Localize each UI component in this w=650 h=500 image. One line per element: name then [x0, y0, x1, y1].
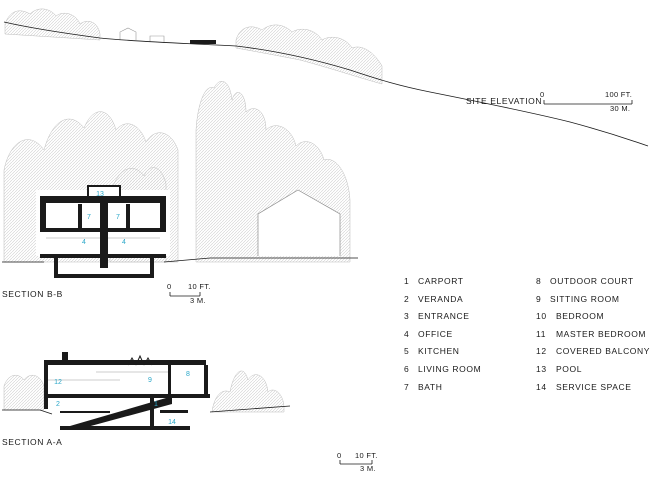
- section-bb-building: [36, 185, 170, 278]
- room-tag: 7: [87, 214, 91, 221]
- room-tag: 4: [122, 239, 126, 246]
- section-aa-ground-line: [2, 405, 291, 415]
- legend-column-1: 1 CARPORT 2 VERANDA 3 ENTRANCE 4 OFFICE 5 KIT…: [404, 276, 481, 399]
- legend-number: 12: [536, 346, 547, 357]
- room-tag: 12: [54, 379, 62, 386]
- legend-number: 8: [536, 276, 542, 286]
- legend-label: CARPORT: [418, 276, 464, 286]
- legend-number: 1: [404, 276, 410, 286]
- legend-number: 6: [404, 363, 410, 374]
- legend-label: OUTDOOR COURT: [550, 276, 634, 286]
- section-aa-trees: [3, 370, 285, 413]
- legend-label: COVERED BALCONY: [556, 346, 650, 357]
- section-aa-drawing: 12 9 8 2 1 14: [2, 352, 373, 465]
- legend-item: 8 OUTDOOR COURT: [536, 276, 650, 294]
- section-aa-scale-feet: 10 FT.: [355, 451, 378, 460]
- room-tag: 8: [186, 371, 190, 378]
- section-aa-building: [44, 352, 210, 430]
- legend-item: 3 ENTRANCE: [404, 311, 481, 329]
- legend-item: 14 SERVICE SPACE: [536, 382, 650, 400]
- legend-column-2: 8 OUTDOOR COURT 9 SITTING ROOM 10 BEDROOM 1…: [536, 276, 650, 399]
- legend-label: LIVING ROOM: [418, 363, 482, 374]
- section-bb-scale-zero: 0: [167, 282, 172, 291]
- legend-item: 2 VERANDA: [404, 294, 481, 312]
- section-aa-scale-bar: [339, 460, 373, 465]
- section-bb-drawing: 13 7 7 4 4: [2, 81, 358, 297]
- room-tag: 4: [82, 239, 86, 246]
- legend-label: SITTING ROOM: [550, 293, 620, 304]
- legend-number: 14: [536, 381, 547, 392]
- legend-item: 10 BEDROOM: [536, 311, 650, 329]
- site-elevation-drawing: [3, 8, 649, 147]
- legend-number: 7: [404, 381, 410, 392]
- section-aa-title: SECTION A-A: [2, 437, 63, 447]
- legend-item: 6 LIVING ROOM: [404, 364, 481, 382]
- section-aa-scale-meters: 3 M.: [360, 464, 376, 473]
- room-tag: 9: [148, 377, 152, 384]
- room-tag: 1: [154, 401, 158, 408]
- legend-label: OFFICE: [418, 328, 453, 339]
- section-aa-scale-zero: 0: [337, 451, 342, 460]
- legend-item: 4 OFFICE: [404, 329, 481, 347]
- legend-label: SERVICE SPACE: [556, 381, 632, 392]
- legend-item: 1 CARPORT: [404, 276, 481, 294]
- section-bb-room-tags: 13 7 7 4 4: [82, 191, 126, 246]
- room-tag: 2: [56, 401, 60, 408]
- section-bb-scale-meters: 3 M.: [190, 296, 206, 305]
- legend-label: MASTER BEDROOM: [556, 328, 647, 339]
- legend-label: KITCHEN: [418, 346, 460, 357]
- room-tag: 13: [96, 191, 104, 198]
- legend-label: BEDROOM: [556, 311, 605, 322]
- site-scale-bar: [543, 100, 633, 105]
- legend-number: 2: [404, 293, 410, 304]
- section-bb-neighbor-house: [257, 189, 341, 256]
- site-scale-zero: 0: [540, 90, 545, 99]
- legend-item: 7 BATH: [404, 382, 481, 400]
- legend-label: VERANDA: [418, 293, 464, 304]
- site-elevation-title: SITE ELEVATION: [466, 96, 543, 106]
- section-bb-title: SECTION B-B: [2, 289, 63, 299]
- legend-item: 5 KITCHEN: [404, 346, 481, 364]
- legend-item: 12 COVERED BALCONY: [536, 346, 650, 364]
- section-bb-scale-feet: 10 FT.: [188, 282, 211, 291]
- site-house-mark: [190, 40, 216, 44]
- section-aa-room-tags: 12 9 8 2 1 14: [54, 371, 190, 426]
- legend-number: 10: [536, 311, 547, 322]
- legend-label: POOL: [556, 363, 583, 374]
- site-scale-feet: 100 FT.: [605, 90, 633, 99]
- room-tag: 14: [168, 419, 176, 426]
- site-ground-line: [3, 21, 649, 147]
- legend-item: 9 SITTING ROOM: [536, 294, 650, 312]
- site-vegetation: [4, 8, 383, 85]
- legend-number: 9: [536, 293, 542, 304]
- legend-item: 11 MASTER BEDROOM: [536, 329, 650, 347]
- site-scale-meters: 30 M.: [610, 104, 631, 113]
- legend-number: 5: [404, 346, 410, 357]
- legend-label: BATH: [418, 381, 443, 392]
- legend-number: 13: [536, 363, 547, 374]
- legend-label: ENTRANCE: [418, 311, 470, 322]
- site-houses: [119, 27, 165, 42]
- legend-number: 11: [536, 328, 547, 339]
- legend-number: 3: [404, 311, 410, 322]
- legend-item: 13 POOL: [536, 364, 650, 382]
- section-bb-ground-line: [2, 257, 358, 263]
- room-tag: 7: [116, 214, 120, 221]
- section-bb-scale-bar: [169, 292, 201, 297]
- legend-number: 4: [404, 328, 410, 339]
